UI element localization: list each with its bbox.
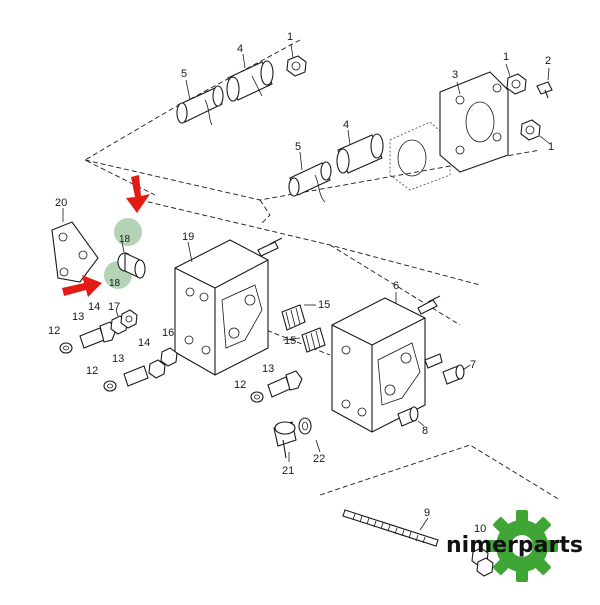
label-1-right-top: 1 bbox=[503, 51, 509, 63]
brand-name: nimerparts bbox=[446, 533, 583, 558]
label-20: 20 bbox=[55, 197, 67, 209]
highlight-part-18-top bbox=[114, 218, 142, 246]
label-10: 10 bbox=[474, 523, 486, 535]
label-19: 19 bbox=[182, 231, 194, 243]
label-2: 2 bbox=[545, 55, 551, 67]
label-16: 16 bbox=[162, 327, 174, 339]
label-22: 22 bbox=[313, 453, 325, 465]
label-21: 21 bbox=[282, 465, 294, 477]
label-12-c: 12 bbox=[234, 379, 246, 391]
spring-part-15-upper bbox=[281, 304, 306, 331]
label-15-upper: 15 bbox=[318, 299, 330, 311]
plug-part-8 bbox=[397, 406, 419, 427]
nut-part-16 bbox=[160, 347, 178, 367]
fitting-part-13-a bbox=[79, 321, 117, 349]
part-labels: 1 1 1 2 3 4 4 5 5 6 7 8 9 10 12 12 12 13… bbox=[48, 31, 554, 535]
label-15-lower: 15 bbox=[284, 335, 296, 347]
label-4-top: 4 bbox=[237, 43, 243, 55]
label-13-a: 13 bbox=[72, 311, 84, 323]
label-3: 3 bbox=[452, 69, 458, 81]
plug-part-7 bbox=[442, 364, 465, 385]
housing-outline bbox=[389, 121, 451, 191]
red-arrow-right bbox=[62, 275, 102, 297]
leader-lines bbox=[62, 43, 551, 531]
nut-part-14-b bbox=[148, 359, 166, 379]
label-14-b: 14 bbox=[138, 337, 150, 349]
label-13-b: 13 bbox=[112, 353, 124, 365]
washer-part-12-c bbox=[250, 391, 264, 403]
washer-part-12-b bbox=[103, 380, 117, 392]
gear-icon bbox=[486, 510, 558, 582]
plug-part-18 bbox=[117, 252, 146, 279]
washer-part-12-a bbox=[59, 342, 73, 354]
label-12-b: 12 bbox=[86, 365, 98, 377]
label-7: 7 bbox=[470, 359, 476, 371]
label-4-middle: 4 bbox=[343, 119, 349, 131]
gasket-plate-part-3 bbox=[439, 71, 509, 173]
label-12-a: 12 bbox=[48, 325, 60, 337]
red-arrow-down bbox=[126, 175, 150, 213]
label-5-middle: 5 bbox=[295, 141, 301, 153]
label-18-top: 18 bbox=[119, 234, 131, 245]
label-18-bottom: 18 bbox=[109, 278, 121, 289]
label-8: 8 bbox=[422, 425, 428, 437]
label-13-c: 13 bbox=[262, 363, 274, 375]
label-17: 17 bbox=[108, 301, 120, 313]
nut-part-1-right-top bbox=[506, 73, 527, 95]
brand-logo: nimerparts bbox=[446, 510, 583, 582]
bolt-part-21 bbox=[273, 421, 297, 459]
fitting-part-13-b bbox=[123, 365, 149, 387]
label-9: 9 bbox=[424, 507, 430, 519]
label-1-right-bottom: 1 bbox=[548, 141, 554, 153]
label-5-top: 5 bbox=[181, 68, 187, 80]
upper-sleeve-part-4 bbox=[226, 60, 274, 102]
nut-part-17 bbox=[120, 309, 138, 329]
nut-part-10 bbox=[471, 547, 494, 577]
upper-nut-part-1 bbox=[286, 55, 307, 77]
upper-sleeve-part-5 bbox=[176, 85, 224, 126]
label-6: 6 bbox=[393, 280, 399, 292]
valve-block-part-6 bbox=[331, 295, 443, 433]
bolt-part-2 bbox=[536, 81, 553, 99]
cover-plate-part-20 bbox=[51, 221, 99, 283]
middle-sleeve-part-4 bbox=[336, 133, 384, 174]
fitting-part-13-c bbox=[267, 370, 303, 398]
rod-part-9 bbox=[342, 509, 439, 547]
label-14-a: 14 bbox=[88, 301, 100, 313]
washer-part-22 bbox=[298, 417, 312, 435]
middle-sleeve-part-5 bbox=[288, 161, 332, 203]
nut-part-1-right-bottom bbox=[520, 119, 541, 141]
spring-part-15-lower bbox=[301, 327, 326, 353]
label-1-top: 1 bbox=[287, 31, 293, 43]
